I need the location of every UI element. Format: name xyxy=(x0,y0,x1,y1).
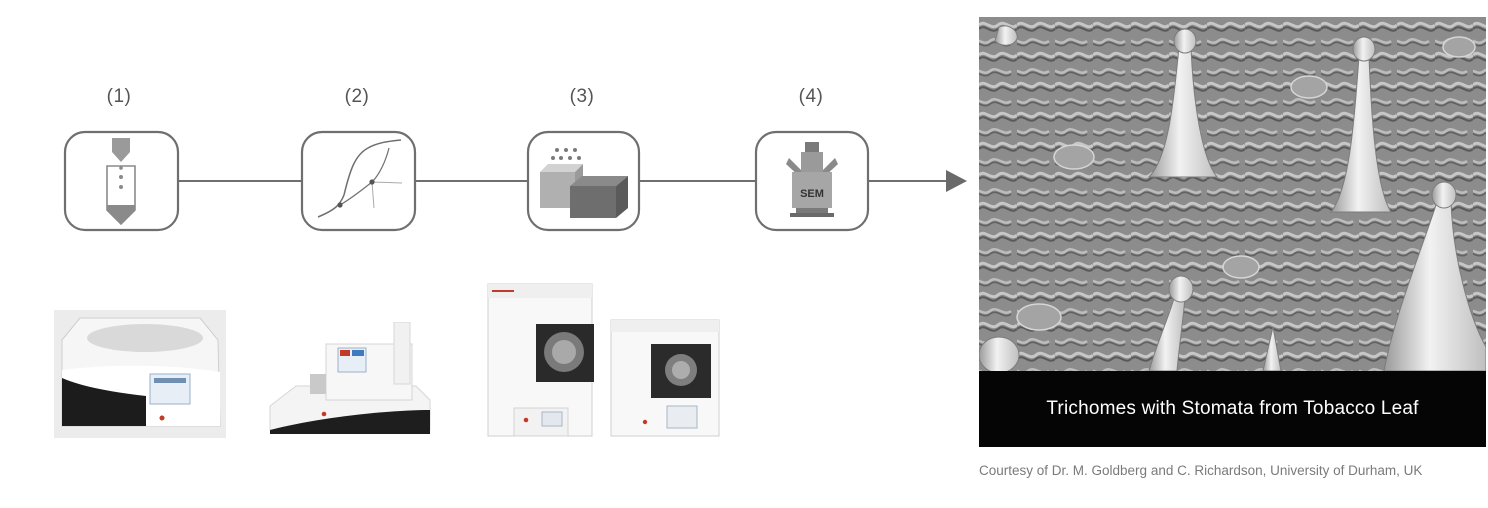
step-2-box xyxy=(300,130,417,232)
step-1-number: (1) xyxy=(106,86,132,107)
trichome-sem-image xyxy=(979,17,1486,374)
flow-arrowhead xyxy=(946,170,967,192)
step-2-number: (2) xyxy=(344,86,370,107)
step-4-number: (4) xyxy=(798,86,824,107)
image-caption: Trichomes with Stomata from Tobacco Leaf xyxy=(979,371,1486,447)
freeze-substitution-icon xyxy=(106,138,136,226)
sample-processor-device xyxy=(54,310,226,438)
sem-microscope-icon: SEM xyxy=(786,142,838,217)
sputter-coater-small-device xyxy=(610,319,720,437)
sputter-coater-large-device xyxy=(487,283,594,437)
critical-point-dryer-device xyxy=(266,322,441,437)
step-3-number: (3) xyxy=(569,86,595,107)
workflow-diagram: SEM xyxy=(63,130,967,232)
image-credit: Courtesy of Dr. M. Goldberg and C. Richa… xyxy=(979,463,1423,478)
step-1-box xyxy=(63,130,180,232)
sputter-coating-icon xyxy=(540,148,628,218)
sem-image-panel: Trichomes with Stomata from Tobacco Leaf xyxy=(979,17,1486,447)
critical-point-curve-icon xyxy=(317,139,403,218)
sem-label: SEM xyxy=(800,188,824,200)
